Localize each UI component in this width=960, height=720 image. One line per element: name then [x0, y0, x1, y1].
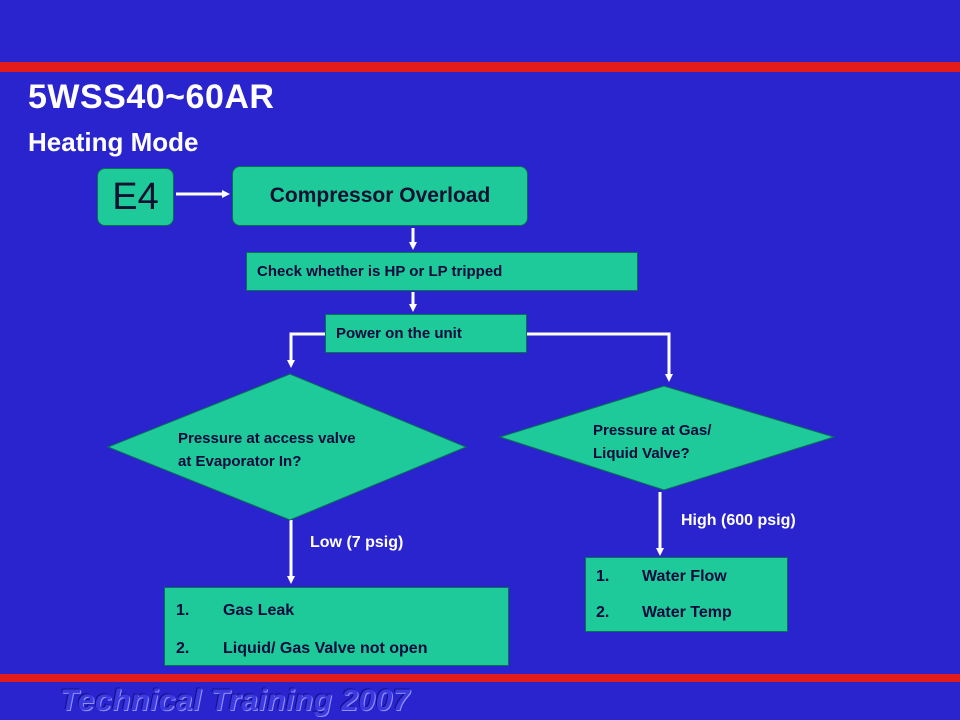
right-question-text: Pressure at Gas/ Liquid Valve?: [593, 419, 711, 465]
left-decision-diamond: [106, 373, 468, 521]
right-causes-box: 1. Water Flow 2. Water Temp: [585, 557, 788, 632]
list-item: 1. Gas Leak: [176, 602, 295, 619]
footer-watermark: Technical Training 2007: [60, 684, 410, 717]
list-item: 2. Water Temp: [596, 604, 732, 621]
error-code-box: E4: [97, 168, 174, 226]
power-step-box: Power on the unit: [325, 314, 527, 353]
page-title: 5WSS40~60AR: [28, 78, 275, 116]
page-subtitle: Heating Mode: [28, 127, 199, 157]
left-causes-box: 1. Gas Leak 2. Liquid/ Gas Valve not ope…: [164, 587, 509, 666]
right-question-line2: Liquid Valve?: [593, 445, 690, 462]
left-question-line2: at Evaporator In?: [178, 453, 302, 470]
left-branch-label: Low (7 psig): [310, 534, 404, 551]
fault-box: Compressor Overload: [232, 166, 528, 226]
right-question-line1: Pressure at Gas/: [593, 422, 712, 439]
left-question-line1: Pressure at access valve: [178, 430, 356, 447]
bottom-accent-line: [0, 674, 960, 682]
left-question-text: Pressure at access valve at Evaporator I…: [178, 427, 356, 473]
arrow-power-to-right-question: [527, 332, 673, 382]
right-branch-label: High (600 psig): [681, 512, 796, 529]
list-item: 1. Water Flow: [596, 568, 727, 585]
check-step-box: Check whether is HP or LP tripped: [246, 252, 638, 291]
right-decision-diamond: [498, 385, 836, 491]
arrow-power-to-left-question: [287, 332, 325, 368]
list-item: 2. Liquid/ Gas Valve not open: [176, 640, 428, 657]
top-accent-line: [0, 62, 960, 72]
